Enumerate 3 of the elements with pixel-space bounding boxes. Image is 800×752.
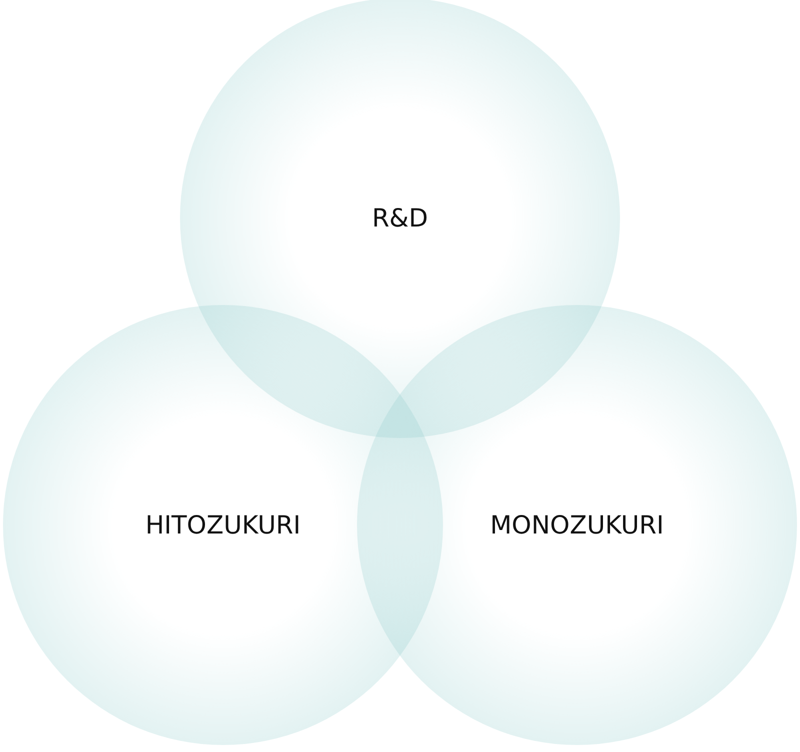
circle-label: MONOZUKURI (490, 510, 664, 540)
circle-label: HITOZUKURI (145, 510, 301, 540)
circle-label: R&D (372, 204, 428, 232)
